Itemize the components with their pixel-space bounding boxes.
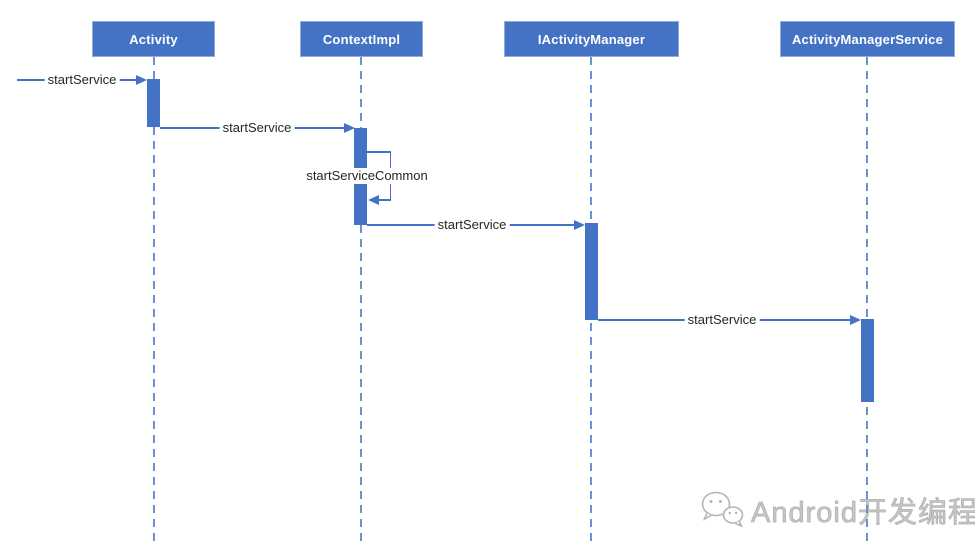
lifeline-head-activity: Activity <box>92 21 215 57</box>
lifeline-activitymanagerservice <box>866 57 868 543</box>
lifeline-head-iactivitymanager: IActivityManager <box>504 21 679 57</box>
message-label-startservicecommon: startServiceCommon <box>303 168 431 184</box>
activation-activitymanagerservice <box>861 319 874 402</box>
arrowhead-icon <box>344 123 355 133</box>
wechat-icon <box>700 489 744 531</box>
lifeline-head-activitymanagerservice: ActivityManagerService <box>780 21 955 57</box>
message-label-startservice-1: startService <box>44 72 120 88</box>
watermark: Android开发编程 <box>700 489 975 531</box>
arrowhead-icon <box>574 220 585 230</box>
arrowhead-icon <box>850 315 861 325</box>
message-label-startservice-4: startService <box>684 312 760 328</box>
lifeline-contextimpl <box>360 57 362 543</box>
lifeline-activity <box>153 57 155 543</box>
self-message-line-bottom <box>379 199 391 201</box>
arrowhead-icon <box>368 195 379 205</box>
message-label-startservice-2: startService <box>219 120 295 136</box>
lifeline-head-contextimpl: ContextImpl <box>300 21 423 57</box>
self-message-line-top <box>367 151 391 153</box>
watermark-text: Android开发编程 <box>751 497 975 530</box>
activation-activity <box>147 79 160 127</box>
arrowhead-icon <box>136 75 147 85</box>
activation-iactivitymanager <box>585 223 598 320</box>
message-label-startservice-3: startService <box>434 217 510 233</box>
